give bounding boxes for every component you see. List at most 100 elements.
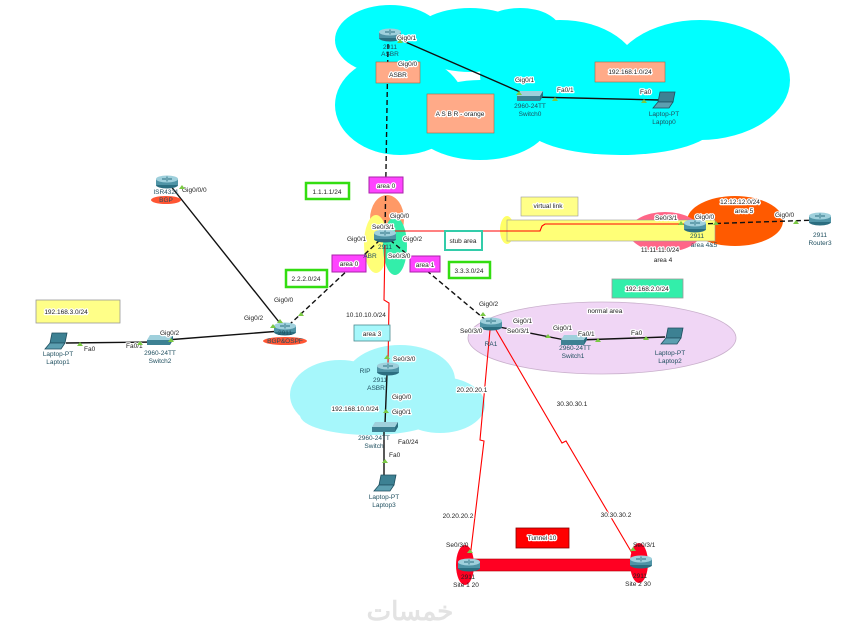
serial-abr-area4 bbox=[395, 223, 695, 232]
link-ra1-switch1 bbox=[493, 325, 566, 341]
router-icon-site2[interactable] bbox=[629, 555, 653, 569]
label: Router3 bbox=[808, 240, 832, 247]
switch-icon-switch[interactable] bbox=[372, 422, 398, 432]
port-label: Fa0/24 bbox=[398, 439, 419, 446]
port-label: Fa0/1 bbox=[126, 343, 143, 350]
ip-label: 30.30.30.2 bbox=[601, 512, 632, 519]
port-label: Gig0/1 bbox=[397, 35, 417, 42]
port-label: Fa0/1 bbox=[557, 87, 574, 94]
label: 2911 bbox=[373, 377, 387, 384]
link-switch1-laptop2 bbox=[577, 336, 666, 341]
label: Switch1 bbox=[562, 353, 585, 360]
virtual-link-label: virtual link bbox=[534, 203, 564, 210]
area-label: normal area bbox=[588, 308, 623, 315]
label: 2911 bbox=[633, 573, 647, 580]
switch-icon-switch0[interactable] bbox=[517, 91, 543, 101]
label: Laptop1 bbox=[46, 359, 70, 366]
area0-left-box bbox=[331, 254, 367, 273]
net-192-168-3-box bbox=[35, 299, 121, 324]
link-switch0-laptop0 bbox=[532, 96, 661, 101]
watermark-logo: خمسات bbox=[367, 596, 454, 626]
net-2-2-2-box bbox=[284, 268, 329, 289]
asbr-box bbox=[375, 61, 421, 84]
port-label: Se0/3/0 bbox=[388, 253, 411, 260]
port-label: Se0/3/1 bbox=[507, 328, 530, 335]
link-area45-router3 bbox=[699, 219, 819, 225]
label: 2960-24TT bbox=[559, 345, 591, 352]
port-label: Fa0 bbox=[389, 452, 401, 459]
link-asbr-abr bbox=[384, 43, 389, 233]
router-icon-rip-asbr[interactable] bbox=[376, 362, 400, 376]
label: 2911 bbox=[461, 574, 475, 581]
tunnel-bar bbox=[471, 558, 639, 572]
ip-label: 20.20.20.1 bbox=[457, 387, 488, 394]
link-abr-bgpospf bbox=[287, 239, 381, 327]
label: Switch0 bbox=[519, 111, 542, 118]
links bbox=[65, 36, 819, 559]
network-label: 11.11.11.0/24 bbox=[641, 247, 680, 254]
port-label: Gig0/0 bbox=[274, 297, 294, 304]
port-label: Gig0/1 bbox=[553, 325, 573, 332]
laptop-icon-laptop1[interactable] bbox=[44, 332, 68, 350]
network-label: 192.168.10.0/24 bbox=[332, 406, 379, 413]
label: Laptop3 bbox=[372, 502, 396, 509]
port-label: Gig0/1 bbox=[347, 236, 367, 243]
laptop-icon-laptop3[interactable] bbox=[373, 474, 397, 492]
port-label: Se0/3/0 bbox=[393, 356, 416, 363]
label: ASBR bbox=[367, 385, 385, 392]
port-label: Fa0/1 bbox=[578, 331, 595, 338]
net-3-3-3-box bbox=[447, 260, 492, 280]
label: Site 2 30 bbox=[625, 581, 651, 588]
label: Laptop2 bbox=[658, 358, 682, 365]
router-icon-router3[interactable] bbox=[808, 212, 832, 226]
router-icon-abr[interactable] bbox=[373, 229, 397, 243]
net-192-168-2-box bbox=[611, 278, 684, 299]
network-label: 3.3.3.0/24 bbox=[455, 268, 484, 275]
port-label: Gig0/1 bbox=[392, 409, 412, 416]
net-1-1-1-1-box bbox=[304, 181, 351, 201]
tunnel-box bbox=[515, 527, 570, 549]
label: 2960-24TT bbox=[514, 103, 546, 110]
port-label: Gig0/1 bbox=[513, 318, 533, 325]
port-markers bbox=[77, 39, 799, 553]
port-label: Gig0/2 bbox=[479, 301, 499, 308]
serial-ra1-site2 bbox=[495, 329, 633, 554]
label: 2911 bbox=[278, 330, 292, 337]
port-label: Fa0 bbox=[84, 346, 96, 353]
link-switch2-laptop1 bbox=[65, 341, 157, 344]
label: ASBR bbox=[381, 51, 399, 58]
port-label: Fa0 bbox=[631, 330, 643, 337]
normal-area-ellipse bbox=[467, 301, 737, 375]
area-label: area 0 bbox=[377, 183, 396, 190]
tunnel-label: Tunnel 10 bbox=[528, 535, 557, 542]
asbr-note: ASBR bbox=[389, 72, 407, 79]
bgp-ospf-ellipse bbox=[263, 337, 307, 345]
label: Laptop0 bbox=[652, 119, 676, 126]
port-label: Gig0/0 bbox=[695, 214, 715, 221]
label: BGP bbox=[159, 197, 173, 204]
port-label: Gig0/2 bbox=[160, 330, 180, 337]
router-icon-isr4321[interactable] bbox=[155, 175, 179, 189]
ip-label: 20.20.20.2 bbox=[443, 513, 474, 520]
port-label: Se0/3/1 bbox=[633, 542, 656, 549]
link-isr-bgpospf bbox=[169, 184, 284, 328]
router-icon-site1[interactable] bbox=[457, 558, 481, 572]
label: BGP&OSPF bbox=[267, 338, 303, 345]
label: Laptop-PT bbox=[369, 494, 399, 501]
network-label: 192.168.3.0/24 bbox=[44, 309, 88, 316]
area-label: area 5 bbox=[735, 208, 754, 215]
router-icon-area45[interactable] bbox=[683, 219, 707, 233]
network-label: 192.168.1.0/24 bbox=[608, 69, 652, 76]
label: Laptop-PT bbox=[649, 111, 679, 118]
link-abr-ra1 bbox=[389, 239, 489, 323]
label: ABR bbox=[363, 253, 377, 260]
port-label: Se0/3/1 bbox=[372, 224, 395, 231]
label: 2911 bbox=[378, 244, 392, 251]
area0-top-box bbox=[368, 176, 404, 194]
network-label: 10.10.10.0/24 bbox=[346, 312, 386, 319]
virtual-link-box bbox=[520, 196, 579, 217]
area1-box bbox=[409, 255, 441, 273]
label: 2911 bbox=[690, 233, 704, 240]
router-icon-ra1[interactable] bbox=[479, 317, 503, 331]
